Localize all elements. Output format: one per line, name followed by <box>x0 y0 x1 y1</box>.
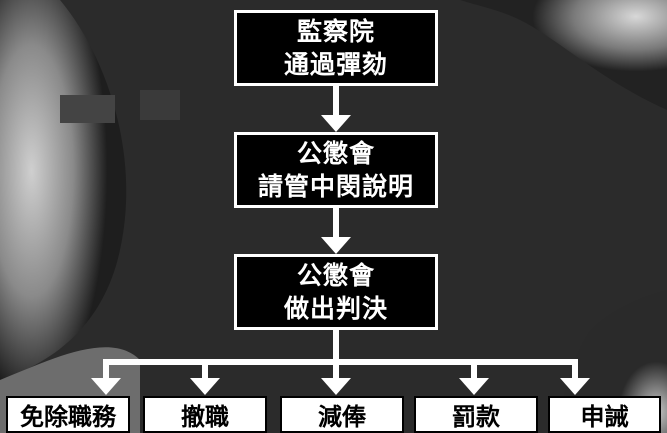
step-impeachment: 監察院 通過彈劾 <box>234 10 438 86</box>
outcome-salary-reduction: 減俸 <box>280 396 404 433</box>
step-explanation: 公懲會 請管中閔說明 <box>234 132 438 208</box>
outcome-removal: 撤職 <box>143 396 267 433</box>
outcome-dismissal: 免除職務 <box>6 396 130 433</box>
face-shape-right <box>460 0 667 110</box>
step-2-line2: 請管中閔說明 <box>257 172 414 201</box>
step-1-line2: 通過彈劾 <box>283 50 388 79</box>
step-judgment: 公懲會 做出判決 <box>234 254 438 330</box>
step-2-line1: 公懲會 <box>296 139 375 168</box>
outcome-fine: 罰款 <box>414 396 538 433</box>
outcome-reprimand: 申誡 <box>548 396 661 433</box>
step-3-line1: 公懲會 <box>296 261 375 290</box>
step-3-line2: 做出判決 <box>283 294 388 323</box>
step-1-line1: 監察院 <box>296 17 375 46</box>
